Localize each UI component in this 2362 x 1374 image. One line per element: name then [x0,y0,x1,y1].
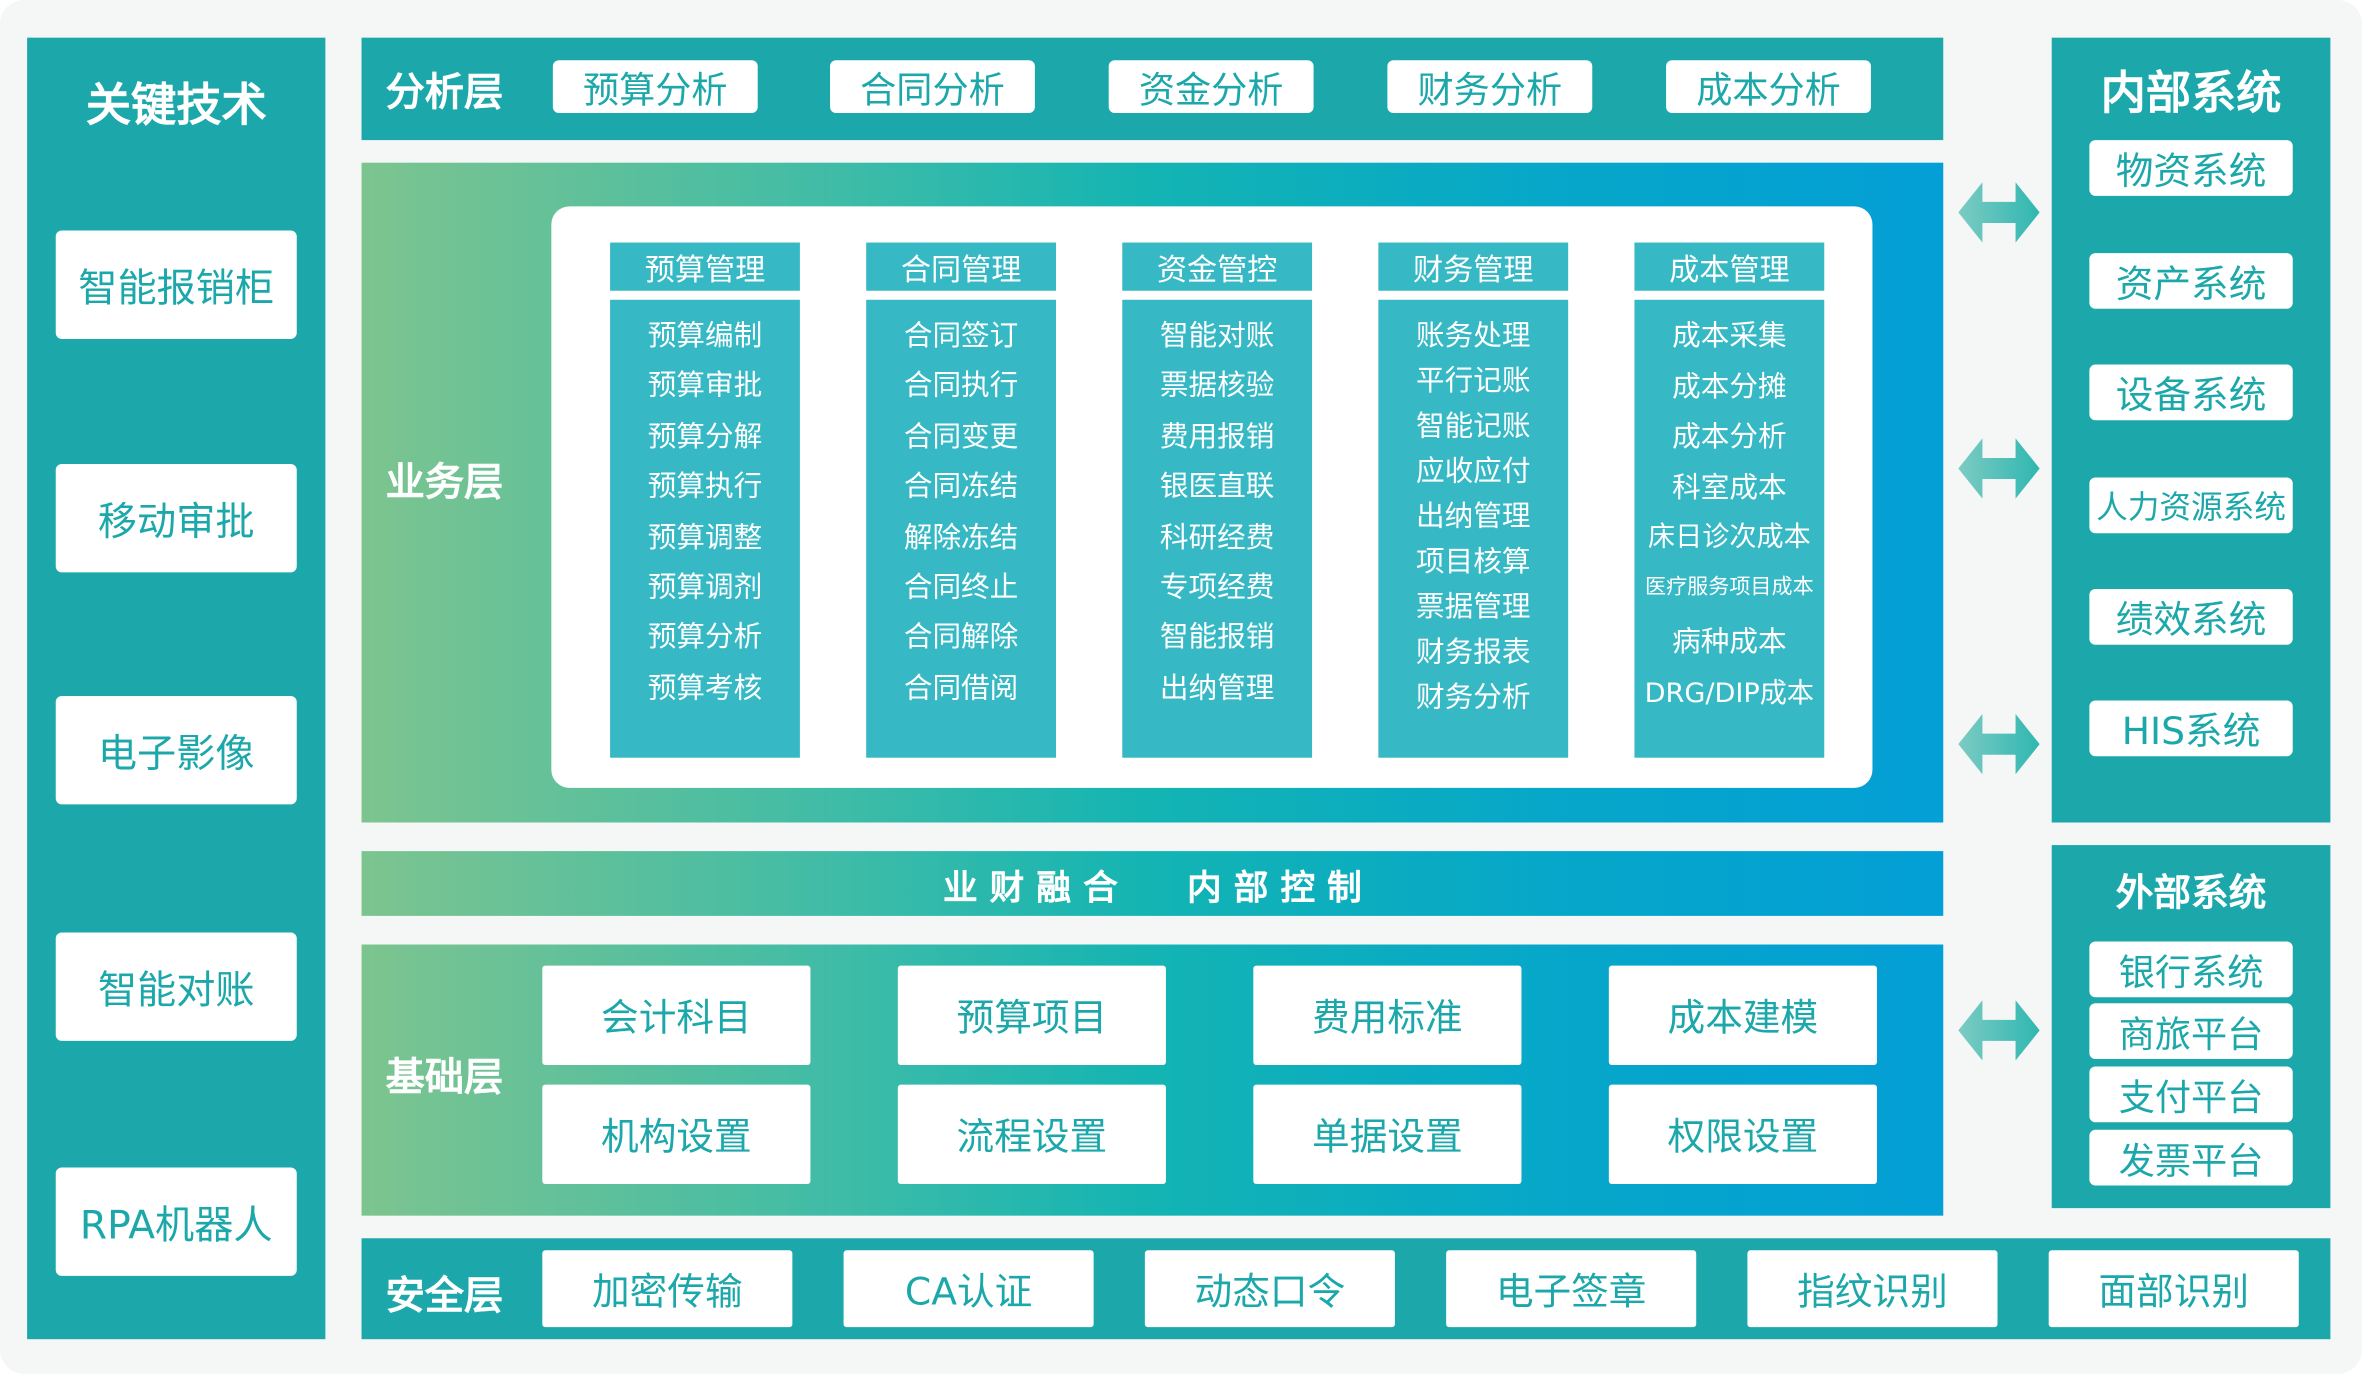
business-item[interactable]: 智能报销 [1159,621,1275,655]
foundation-item[interactable]: 机构设置 [542,1084,811,1185]
business-item[interactable]: 应收应付 [1415,454,1531,489]
foundation-item[interactable]: 权限设置 [1608,1084,1877,1185]
foundation-item[interactable]: 预算项目 [897,965,1166,1066]
business-item[interactable]: 出纳管理 [1415,500,1531,534]
column-header: 资金管控 [1122,242,1313,291]
business-item[interactable]: 成本分摊 [1672,370,1787,404]
business-item[interactable]: 预算调整 [647,520,763,554]
column-header: 财务管理 [1378,242,1569,291]
business-item[interactable]: 智能记账 [1415,409,1531,443]
column-body: 预算编制预算审批预算分解预算执行预算调整预算调剂预算分析预算考核 [610,299,800,758]
business-item[interactable]: 项目核算 [1415,545,1531,579]
business-item[interactable]: 预算分解 [647,419,763,454]
external-system[interactable]: 发票平台 [2089,1129,2293,1186]
business-item[interactable]: 成本采集 [1672,319,1787,353]
business-item[interactable]: 合同执行 [903,369,1019,403]
business-item[interactable]: 财务报表 [1415,635,1531,669]
column-header: 成本管理 [1634,242,1825,291]
internal-system[interactable]: 资产系统 [2089,253,2293,309]
foundation-item[interactable]: 成本建模 [1608,965,1877,1066]
internal-system[interactable]: 绩效系统 [2089,589,2293,645]
double-arrow-icon [1958,1000,2040,1061]
double-arrow-icon [1958,182,2040,243]
external-title: 外部系统 [2115,870,2267,915]
business-item[interactable]: 病种成本 [1672,625,1787,659]
external-system[interactable]: 支付平台 [2089,1066,2293,1123]
column-body: 成本采集成本分摊成本分析科室成本床日诊次成本医疗服务项目成本病种成本 DRG/DI… [1634,299,1825,758]
internal-system[interactable]: 人力资源系统 [2089,477,2293,534]
business-item[interactable]: 合同签订 [903,319,1019,353]
column-body: 合同签订合同执行合同变更合同冻结解除冻结合同终止合同解除合同借阅 [866,299,1056,758]
business-item[interactable]: 成本分析 [1672,420,1787,454]
external-system[interactable]: 银行系统 [2089,941,2293,998]
band-left-text: 业 财 融 合 [942,868,1118,908]
internal-title: 内部系统 [2100,67,2282,121]
double-arrow-icon [1958,438,2040,499]
column-header: 合同管理 [866,242,1056,291]
business-item[interactable]: 出纳管理 [1159,671,1275,705]
business-item[interactable]: 预算审批 [647,369,763,403]
key-tech-item[interactable]: 电子影像 [55,695,297,805]
business-item[interactable]: 解除冻结 [903,520,1019,554]
foundation-item[interactable]: 会计科目 [542,965,811,1066]
business-item[interactable]: 合同借阅 [903,671,1019,705]
column-header: 预算管理 [610,242,800,291]
business-item[interactable]: 财务分析 [1415,680,1531,715]
business-item[interactable]: 医疗服务项目成本 [1644,575,1814,600]
double-arrow-icon [1958,714,2040,775]
analysis-label: 分析层 [385,70,504,116]
business-item[interactable]: 合同冻结 [903,470,1019,504]
business-item[interactable]: 科研经费 [1159,520,1275,554]
business-item[interactable]: 床日诊次成本 [1648,521,1811,553]
analysis-item[interactable]: 预算分析 [552,60,758,113]
internal-system[interactable]: 设备系统 [2089,364,2293,421]
business-item[interactable]: 专项经费 [1159,570,1275,605]
key-tech-title: 关键技术 [85,79,267,133]
security-item[interactable]: 加密传输 [542,1250,793,1328]
security-item[interactable]: 动态口令 [1144,1250,1395,1328]
key-tech-item[interactable]: 智能对账 [55,932,297,1041]
business-item[interactable]: 智能对账 [1159,319,1275,353]
foundation-item[interactable]: 流程设置 [897,1084,1166,1185]
security-item[interactable]: CA认证 [843,1250,1094,1328]
band-right-text: 内 部 控 制 [1187,868,1362,908]
analysis-item[interactable]: 成本分析 [1666,60,1871,113]
security-item[interactable]: 电子签章 [1446,1250,1697,1328]
business-item[interactable]: 合同变更 [903,419,1019,454]
analysis-item[interactable]: 合同分析 [830,60,1035,113]
internal-system[interactable]: HIS系统 [2089,700,2293,757]
business-item[interactable]: 账务处理 [1415,319,1531,353]
column-body: 账务处理平行记账智能记账应收应付出纳管理项目核算票据管理财务报表财务分析 [1378,299,1569,758]
business-item[interactable]: 费用报销 [1159,419,1275,454]
column-body: 智能对账票据核验费用报销银医直联科研经费专项经费智能报销出纳管理 [1122,299,1313,758]
integration-band: 业 财 融 合 内 部 控 制 [361,851,1944,916]
internal-system[interactable]: 物资系统 [2089,140,2293,196]
business-item[interactable]: 合同终止 [903,570,1019,605]
key-tech-item[interactable]: RPA机器人 [55,1167,297,1276]
analysis-item[interactable]: 财务分析 [1387,60,1593,113]
security-label: 安全层 [385,1274,504,1320]
business-item[interactable]: 预算执行 [647,470,763,504]
external-system[interactable]: 商旅平台 [2089,1003,2293,1059]
business-item[interactable]: 票据核验 [1159,369,1275,403]
business-item[interactable]: 平行记账 [1415,364,1531,398]
security-item[interactable]: 指纹识别 [1747,1250,1998,1328]
business-item[interactable]: 预算调剂 [647,570,763,605]
key-tech-item[interactable]: 智能报销柜 [55,230,297,339]
security-item[interactable]: 面部识别 [2048,1250,2299,1328]
business-item[interactable]: 预算分析 [647,621,763,655]
foundation-item[interactable]: 单据设置 [1253,1084,1522,1185]
business-item[interactable]: DRG/DIP成本 [1644,677,1815,710]
business-item[interactable]: 票据管理 [1415,590,1531,624]
foundation-label: 基础层 [385,1055,504,1102]
foundation-item[interactable]: 费用标准 [1253,965,1522,1066]
key-tech-item[interactable]: 移动审批 [55,463,297,573]
business-item[interactable]: 预算考核 [647,671,763,705]
business-label: 业务层 [385,460,504,507]
analysis-item[interactable]: 资金分析 [1108,60,1314,113]
business-item[interactable]: 科室成本 [1672,471,1787,505]
business-item[interactable]: 银医直联 [1159,470,1275,504]
business-item[interactable]: 合同解除 [903,621,1019,655]
business-item[interactable]: 预算编制 [647,319,763,353]
